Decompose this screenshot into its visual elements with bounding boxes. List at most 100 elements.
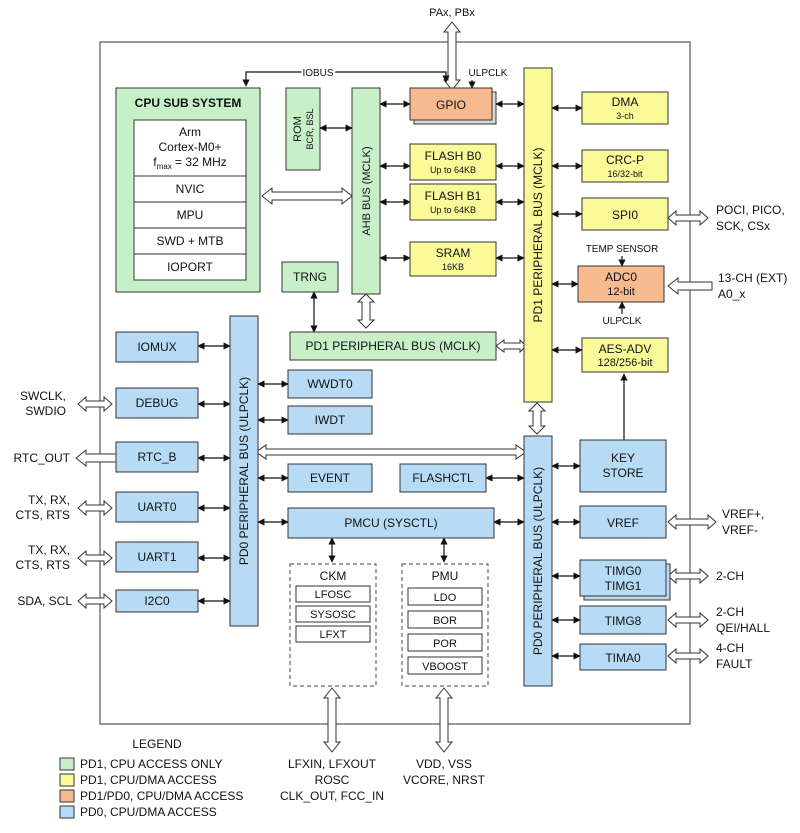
cpu-nvic: NVIC bbox=[176, 182, 205, 196]
timg8-block bbox=[579, 605, 667, 635]
crc-block bbox=[581, 149, 669, 183]
debug-label: DEBUG bbox=[136, 396, 179, 410]
tima0-signals-arrow bbox=[667, 647, 709, 665]
spi0-block bbox=[581, 197, 669, 231]
gpio-pins-label: PAx, PBx bbox=[429, 7, 475, 19]
rom-detail: BCR, BSL bbox=[305, 108, 315, 149]
flash-b0-block bbox=[409, 143, 497, 181]
cpu-mpu: MPU bbox=[177, 208, 204, 222]
uart0-signals-2: CTS, RTS bbox=[16, 508, 70, 522]
rtc-label: RTC_B bbox=[137, 450, 176, 464]
pmu-bor-label: BOR bbox=[433, 615, 457, 627]
pmu-vboost-label: VBOOST bbox=[422, 661, 468, 673]
legend-item-1: PD1, CPU ACCESS ONLY bbox=[80, 757, 223, 771]
legend-swatch-yellow bbox=[59, 773, 75, 787]
rtc-signals-arrow bbox=[75, 448, 117, 468]
rom-label: ROM bbox=[292, 116, 304, 142]
uart1-label: UART1 bbox=[137, 550, 176, 564]
uart1-signals-2: CTS, RTS bbox=[16, 558, 70, 572]
flashctl-block bbox=[399, 463, 487, 493]
debug-signals-1: SWCLK, bbox=[20, 389, 66, 403]
vref-name: VREF bbox=[607, 516, 639, 530]
gpio-label: GPIO bbox=[436, 98, 466, 112]
timg8-signals-2: QEI/HALL bbox=[716, 621, 770, 635]
gpio-block bbox=[409, 87, 493, 121]
uart1-block bbox=[115, 541, 199, 573]
ckm-title: CKM bbox=[320, 569, 347, 583]
pmu-group bbox=[401, 563, 489, 687]
adc-signals-1: 13-CH (EXT) bbox=[718, 271, 787, 285]
key-store-line1: KEY bbox=[611, 451, 635, 465]
rtc-signal: RTC_OUT bbox=[14, 451, 71, 465]
crc-name: CRC-P bbox=[606, 153, 644, 167]
dma-block bbox=[581, 91, 669, 125]
uart0-signals-arrow bbox=[77, 499, 113, 517]
sram-size: 16KB bbox=[442, 262, 464, 272]
event-label: EVENT bbox=[310, 471, 351, 485]
pmu-por-label: POR bbox=[433, 638, 457, 650]
trng-label: TRNG bbox=[293, 270, 327, 284]
ckm-signal-3: CLK_OUT, FCC_IN bbox=[280, 789, 384, 803]
uart0-signals-1: TX, RX, bbox=[28, 493, 70, 507]
pmu-ldo-label: LDO bbox=[434, 592, 457, 604]
pmu-bor bbox=[407, 610, 483, 629]
event-block bbox=[287, 463, 373, 493]
timg01-block bbox=[579, 559, 667, 597]
cpu-ahb-arrow bbox=[261, 186, 353, 206]
timg01-signals: 2-CH bbox=[716, 569, 744, 583]
uart0-block bbox=[115, 491, 199, 523]
dma-name: DMA bbox=[612, 95, 639, 109]
legend-title: LEGEND bbox=[132, 737, 182, 751]
tima0-signals-1: 4-CH bbox=[716, 641, 744, 655]
pd0-bridge-arrow bbox=[255, 444, 527, 460]
pmu-bottom-arrow bbox=[434, 687, 454, 753]
ckm-signal-2: ROSC bbox=[315, 773, 350, 787]
legend-item-2: PD1, CPU/DMA ACCESS bbox=[80, 773, 217, 787]
flash-b1-size: Up to 64KB bbox=[430, 205, 476, 215]
trng-block bbox=[281, 261, 339, 293]
timg8-signals-arrow bbox=[667, 611, 709, 629]
ahb-bus bbox=[351, 87, 381, 295]
ckm-lfosc bbox=[295, 585, 371, 603]
cpu-ioport: IOPORT bbox=[167, 260, 213, 274]
flash-b1-name: FLASH B1 bbox=[425, 189, 482, 203]
iomux-block bbox=[115, 331, 199, 363]
iwdt-block bbox=[287, 405, 373, 435]
legend-swatch-blue bbox=[59, 805, 75, 819]
rom-block bbox=[285, 87, 321, 171]
iobus-label: IOBUS bbox=[302, 68, 333, 79]
ckm-signal-1: LFXIN, LFXOUT bbox=[288, 757, 377, 771]
legend-item-4: PD0, CPU/DMA ACCESS bbox=[80, 805, 217, 819]
iomux-label: IOMUX bbox=[137, 340, 176, 354]
legend-item-3: PD1/PD0, CPU/DMA ACCESS bbox=[80, 789, 243, 803]
debug-signals-arrow bbox=[77, 395, 113, 413]
i2c0-block bbox=[115, 589, 199, 613]
ckm-sysosc-label: SYSOSC bbox=[310, 609, 356, 621]
aes-detail: 128/256-bit bbox=[597, 357, 652, 369]
pmu-por bbox=[407, 633, 483, 652]
timg8-signals-1: 2-CH bbox=[716, 605, 744, 619]
timg8-name: TIMG8 bbox=[605, 614, 642, 628]
pd1-bus-vertical-label: PD1 PERIPHERAL BUS (MCLK) bbox=[531, 148, 545, 323]
timg0-label: TIMG0 bbox=[605, 564, 642, 578]
flash-b1-block bbox=[409, 183, 497, 221]
spi0-name: SPI0 bbox=[612, 208, 638, 222]
debug-signals-2: SWDIO bbox=[25, 404, 66, 418]
dma-detail: 3-ch bbox=[616, 111, 634, 121]
sram-name: SRAM bbox=[436, 246, 471, 260]
spi0-signals-1: POCI, PICO, bbox=[716, 203, 785, 217]
pmcu-block bbox=[287, 507, 495, 539]
i2c-signals: SDA, SCL bbox=[17, 594, 72, 608]
vref-signals-1: VREF+, bbox=[722, 507, 764, 521]
adc-signals-2: A0_x bbox=[718, 287, 745, 301]
pd1-bus-vertical bbox=[523, 67, 553, 403]
aes-block bbox=[581, 337, 669, 373]
legend-swatch-green bbox=[59, 757, 75, 771]
pmu-vboost bbox=[407, 656, 483, 675]
key-store-block bbox=[579, 439, 667, 493]
cpu-core-box bbox=[133, 119, 247, 281]
pmu-ldo bbox=[407, 587, 483, 606]
i2c-signals-arrow bbox=[77, 592, 113, 610]
adc-ulpclk-label: ULPCLK bbox=[603, 316, 642, 327]
